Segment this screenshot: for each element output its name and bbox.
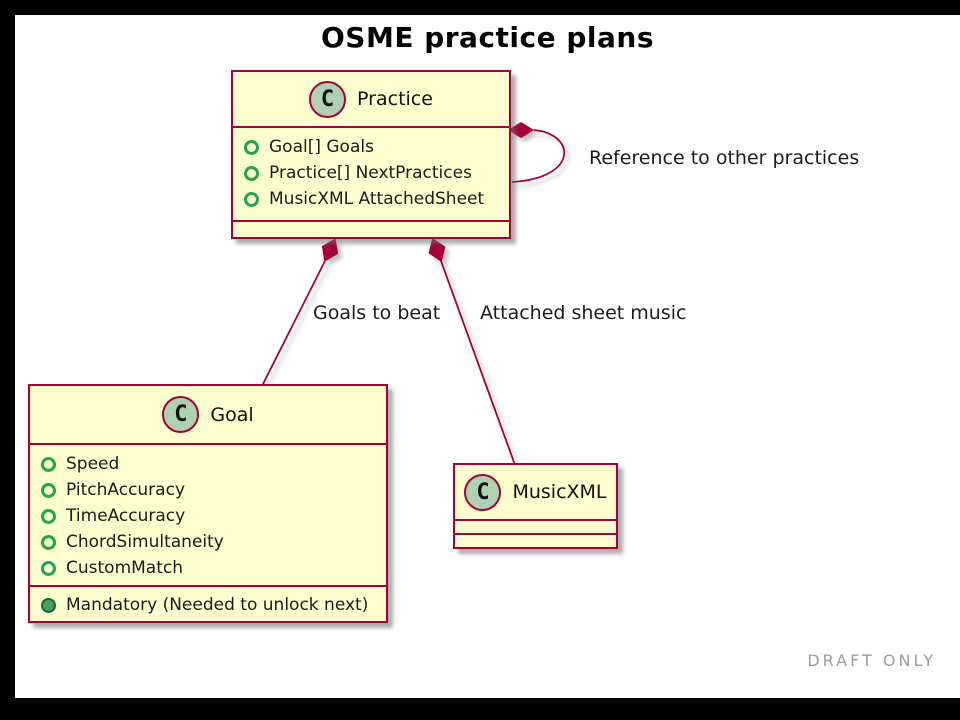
attribute-row: CustomMatch [30,556,386,582]
method-label: Mandatory (Needed to unlock next) [66,595,369,616]
attribute-label: CustomMatch [66,558,183,578]
attribute-row: Speed [30,452,386,478]
attribute-row: Goal[] Goals [233,135,509,161]
class-name: Goal [210,403,254,426]
edge-label-goals-to-beat: Goals to beat [313,302,441,324]
composition-diamond-icon [428,237,446,263]
method-row: Mandatory (Needed to unlock next) [30,593,386,619]
class-header: C MusicXML [455,465,616,519]
field-circle-icon [41,535,56,550]
edge-label-attached-sheet: Attached sheet music [480,302,687,324]
field-circle-icon [41,483,56,498]
edges-layer [261,122,566,466]
methods-section-empty [455,533,616,547]
association-line-goal [261,260,326,387]
attribute-label: ChordSimultaneity [66,532,224,552]
field-circle-icon [244,140,259,155]
class-name: Practice [357,88,433,110]
attribute-label: Practice[] NextPractices [269,163,472,183]
attribute-label: MusicXML AttachedSheet [269,189,485,209]
class-stereotype-c-icon: C [162,396,200,433]
composition-diamond-icon [508,122,534,138]
attribute-label: PitchAccuracy [66,480,185,500]
attribute-row: ChordSimultaneity [30,530,386,556]
class-box-practice: C Practice Goal[] Goals Practice[] NextP… [231,70,511,239]
methods-section: Mandatory (Needed to unlock next) [30,585,386,621]
attribute-label: TimeAccuracy [66,506,186,526]
attribute-row: TimeAccuracy [30,504,386,530]
attributes-section-empty [455,519,616,533]
field-circle-icon [244,192,259,207]
field-circle-icon [41,457,56,472]
attributes-section: Speed PitchAccuracy TimeAccuracy ChordSi… [30,443,386,585]
draft-watermark: DRAFT ONLY [807,651,936,670]
class-stereotype-c-icon: C [309,80,347,118]
field-circle-icon [41,561,56,576]
class-name: MusicXML [512,481,607,503]
association-line-musicxml [440,260,516,466]
class-header: C Practice [233,72,509,126]
class-header: C Goal [30,386,386,443]
attribute-row: Practice[] NextPractices [233,161,509,187]
class-box-goal: C Goal Speed PitchAccuracy TimeAccuracy … [28,384,388,623]
class-box-musicxml: C MusicXML [453,463,618,549]
attribute-label: Goal[] Goals [269,137,374,157]
diagram-canvas: OSME practice plans C Practice Goal[] Go… [15,15,960,698]
diagram-title: OSME practice plans [320,21,654,54]
attribute-row: MusicXML AttachedSheet [233,187,509,213]
field-circle-icon [41,509,56,524]
composition-diamond-icon [321,238,339,262]
attributes-section: Goal[] Goals Practice[] NextPractices Mu… [233,126,509,220]
methods-section-empty [233,220,509,235]
method-circle-icon [41,598,56,614]
attribute-label: Speed [66,454,120,474]
class-stereotype-c-icon: C [464,473,502,511]
edge-label-self-reference: Reference to other practices [589,147,860,169]
attribute-row: PitchAccuracy [30,478,386,504]
field-circle-icon [244,166,259,181]
self-association-loop [511,129,566,183]
